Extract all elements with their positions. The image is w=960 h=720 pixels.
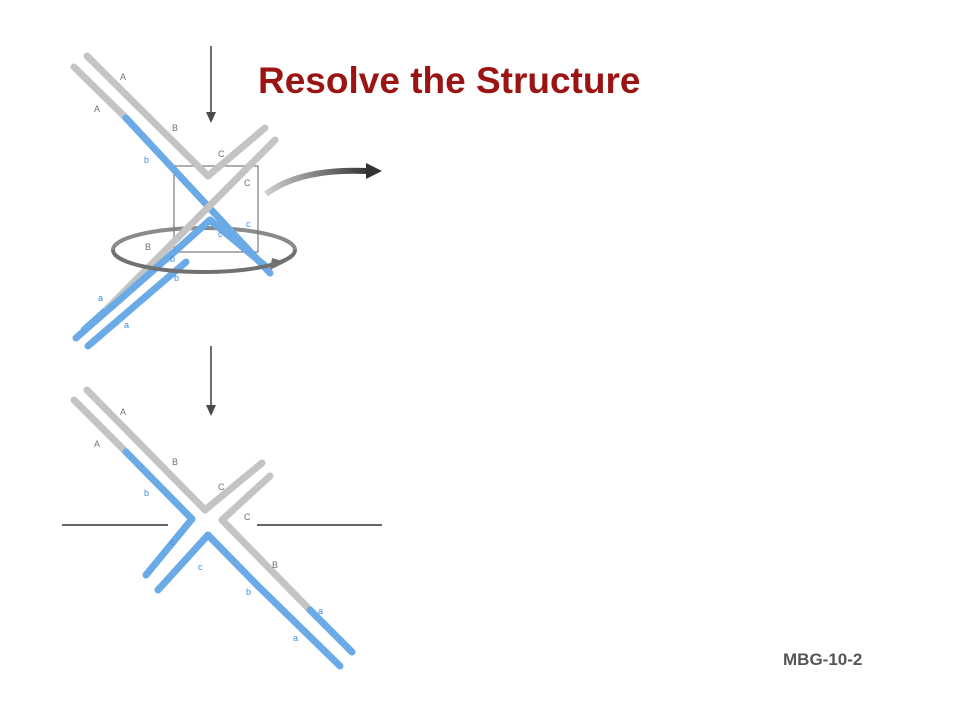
label-b: b: [144, 155, 149, 165]
top-junction: A A B b C C B b b a a c c: [70, 46, 382, 350]
bottom-junction: A A B b C C c c B b a a: [62, 346, 382, 670]
label-b: b: [144, 488, 149, 498]
label-b: b: [170, 254, 175, 264]
down-arrow-top: [206, 46, 216, 123]
slide-code: MBG-10-2: [783, 650, 863, 669]
label-a: a: [318, 606, 323, 616]
label-B: B: [272, 560, 278, 570]
label-b: b: [246, 587, 251, 597]
down-arrow-middle: [206, 346, 216, 416]
label-c: c: [218, 229, 223, 239]
label-C: C: [218, 149, 225, 159]
label-A: A: [120, 407, 126, 417]
label-a: a: [98, 293, 103, 303]
label-a: a: [293, 633, 298, 643]
label-b: b: [174, 273, 179, 283]
label-A: A: [120, 72, 126, 82]
label-C: C: [218, 482, 225, 492]
label-c: c: [198, 562, 203, 572]
rotation-ring-back: [111, 226, 297, 251]
label-A: A: [94, 104, 100, 114]
label-c: c: [170, 537, 175, 547]
label-a: a: [124, 320, 129, 330]
label-C: C: [244, 178, 251, 188]
curved-arrow-right: [264, 163, 382, 197]
label-C: C: [244, 512, 251, 522]
slide-title: Resolve the Structure: [258, 60, 641, 101]
label-A: A: [94, 439, 100, 449]
label-B: B: [172, 457, 178, 467]
rotation-arrowhead: [270, 258, 286, 270]
label-B: B: [172, 123, 178, 133]
rotation-ring-front: [111, 249, 297, 274]
label-B: B: [145, 242, 151, 252]
label-c: c: [246, 219, 251, 229]
